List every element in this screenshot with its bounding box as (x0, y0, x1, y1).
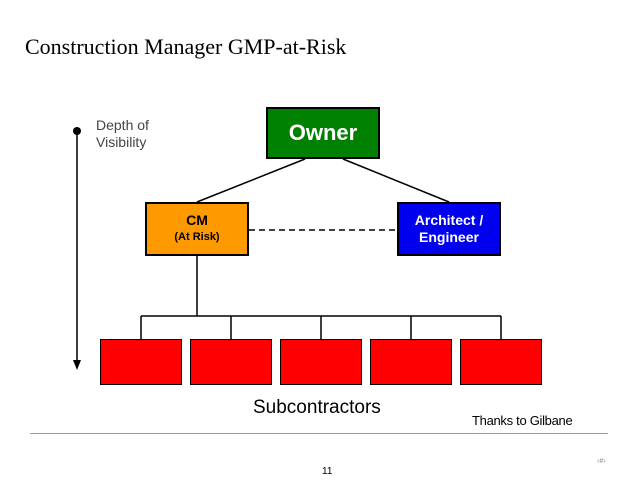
subcontractor-box (280, 339, 362, 385)
visibility-arrow-head (73, 360, 81, 370)
owner-label: Owner (288, 120, 358, 145)
architect-label-line-2: Engineer (419, 229, 479, 245)
architect-label-line-1: Architect / (414, 212, 484, 228)
subcontractor-box (100, 339, 182, 385)
cm-box: CM (At Risk) (145, 202, 249, 256)
owner-box: Owner (266, 107, 380, 159)
owner-to-cm-line (196, 158, 306, 203)
subcontractor-box (190, 339, 272, 385)
slide-number-marker: ‹#› (597, 458, 606, 465)
credit-text: Thanks to Gilbane (472, 413, 573, 428)
subcontractor-box (370, 339, 452, 385)
visibility-label-line-2: Visibility (96, 134, 147, 150)
page-number: 11 (322, 466, 333, 477)
cm-label: CM (186, 212, 208, 228)
cm-sub-label: (At Risk) (174, 231, 220, 243)
visibility-label-line-1: Depth of (96, 117, 149, 133)
slide-title: Construction Manager GMP-at-Risk (25, 34, 347, 59)
depth-of-visibility-label: Depth of Visibility (96, 117, 149, 151)
subcontractors-label: Subcontractors (253, 397, 381, 418)
subcontractor-box (460, 339, 542, 385)
footer-divider (30, 433, 608, 434)
architect-engineer-box: Architect / Engineer (397, 202, 501, 256)
owner-to-architect-line (342, 158, 450, 203)
